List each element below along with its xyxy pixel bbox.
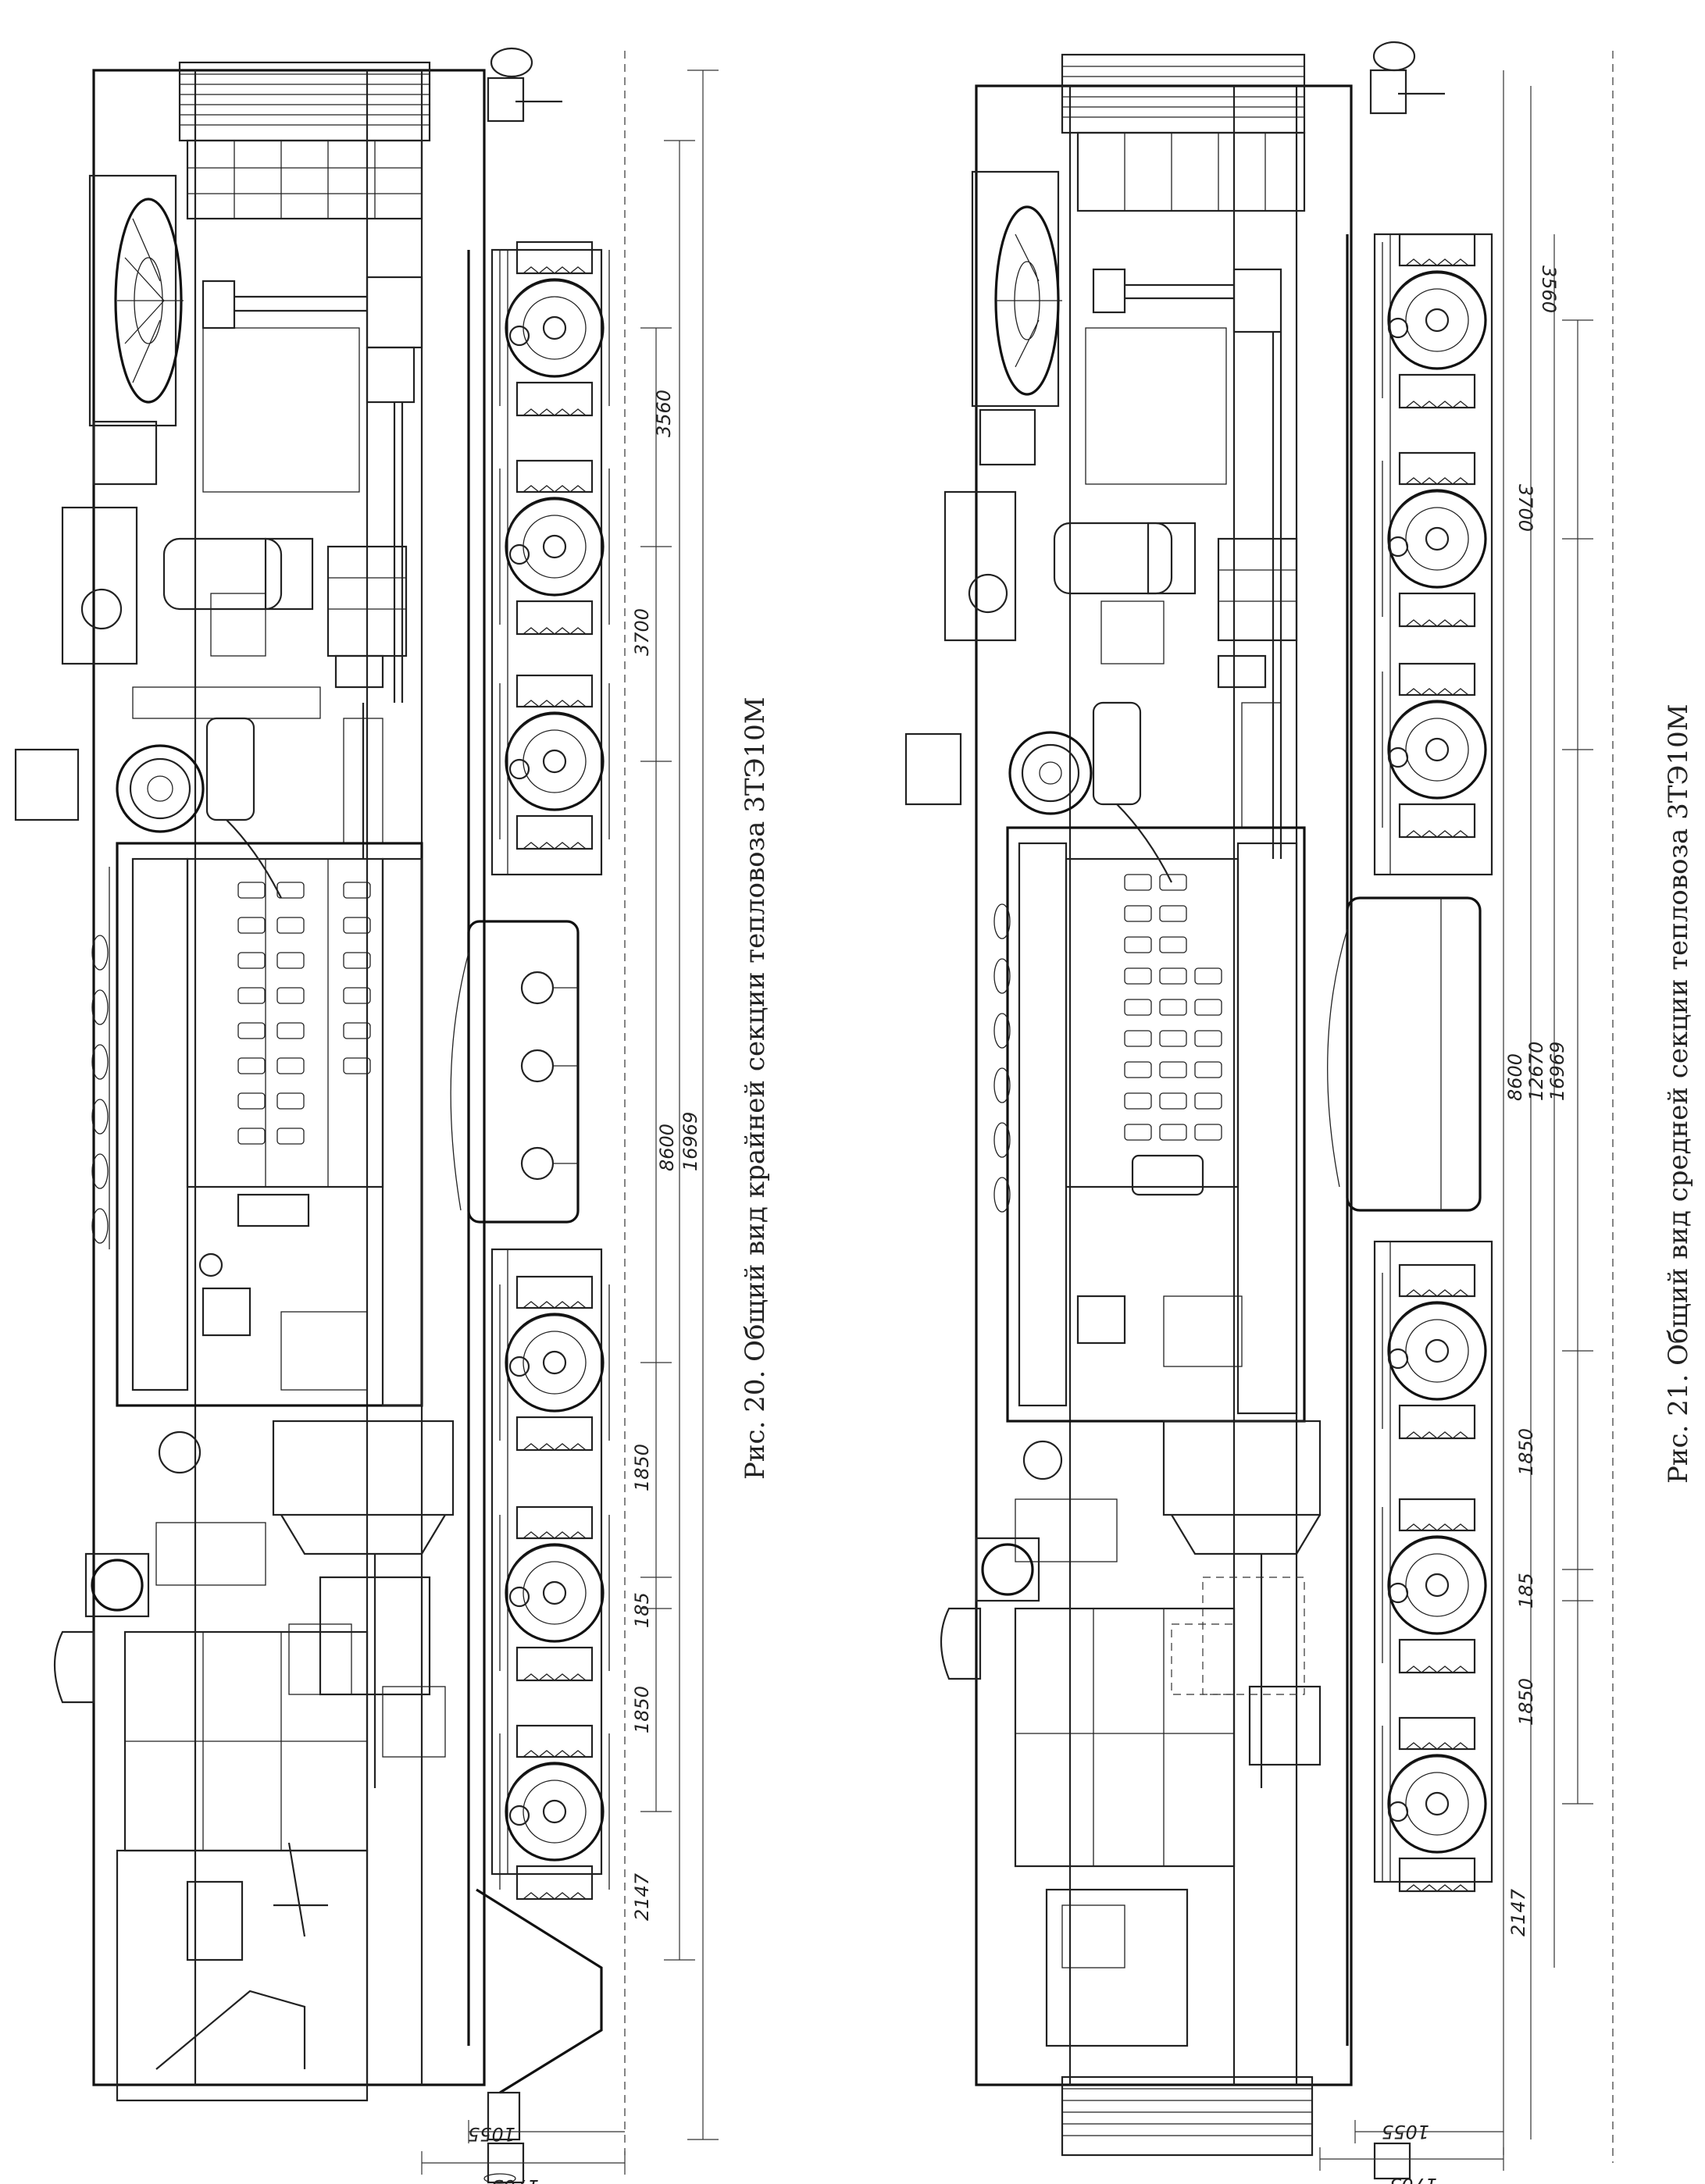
front-coupler — [487, 47, 562, 123]
dim-1703: 1703 — [491, 2175, 539, 2184]
traction-generator-mid — [1015, 1420, 1322, 1788]
turbocharger — [14, 703, 383, 899]
dim-2147: 2147 — [631, 1872, 653, 1921]
dim-1703-mid: 1703 — [1389, 2174, 1437, 2184]
bogie-front — [490, 240, 611, 876]
locomotive-body-outline-mid — [975, 84, 1353, 2086]
radiator-section-mid — [1061, 53, 1306, 212]
fuel-tank — [450, 920, 580, 1224]
figure-20-caption: Рис. 20. Общий вид крайней секции теплов… — [740, 697, 771, 1480]
dim-185: 185 — [631, 1592, 653, 1628]
dim-8600-mid: 8600 — [1504, 1053, 1526, 1101]
dim-1055: 1055 — [468, 2123, 515, 2145]
figure-20: 3560 3700 8600 16969 1850 185 1850 2147 … — [14, 47, 771, 2184]
dimension-labels-fig21: 3560 3700 8600 12670 16969 1850 185 1850… — [1382, 265, 1568, 2184]
fan-drive-shaft-mid — [1085, 268, 1282, 859]
diesel-engine — [91, 842, 423, 1407]
dim-12670-mid: 12670 — [1525, 1042, 1547, 1101]
dim-3560: 3560 — [653, 390, 675, 437]
auxiliary-units-upper — [61, 506, 408, 719]
cooling-fan-mid — [971, 170, 1062, 466]
dim-1850-upper: 1850 — [631, 1444, 653, 1491]
rear-coupler-mid — [1373, 2142, 1411, 2180]
dimension-labels-fig20: 3560 3700 8600 16969 1850 185 1850 2147 … — [468, 390, 701, 2184]
dim-2147-mid: 2147 — [1507, 1888, 1529, 1936]
front-coupler-mid — [1369, 41, 1445, 115]
turbocharger-mid — [904, 701, 1282, 883]
dim-1055-mid: 1055 — [1382, 2121, 1429, 2143]
figure-21: 3560 3700 8600 12670 16969 1850 185 1850… — [904, 41, 1694, 2184]
traction-generator — [155, 1420, 455, 1788]
bogie-rear — [490, 1248, 611, 1901]
fuel-tank-mid — [1327, 896, 1482, 1212]
bogie-rear-mid — [1373, 1240, 1493, 1893]
driver-cab — [53, 1552, 603, 2141]
diesel-engine-mid — [993, 826, 1306, 1423]
dim-1850-lower: 1850 — [631, 1686, 653, 1733]
dim-1850-lower-mid: 1850 — [1515, 1678, 1537, 1726]
dim-1850-upper-mid: 1850 — [1515, 1428, 1537, 1476]
dimension-lines-fig21 — [1319, 51, 1614, 2171]
rear-cab-mid — [940, 1537, 1314, 2157]
locomotive-body-outline — [92, 69, 486, 2086]
auxiliary-units-upper-mid — [943, 490, 1298, 689]
fan-drive-shaft — [202, 276, 423, 703]
dim-185-mid: 185 — [1515, 1573, 1537, 1609]
dim-3700-mid: 3700 — [1514, 484, 1536, 532]
dim-16969-mid: 16969 — [1546, 1042, 1568, 1101]
dim-8600: 8600 — [656, 1124, 678, 1171]
dim-3700: 3700 — [631, 608, 653, 656]
dimension-lines-fig20 — [421, 51, 719, 2175]
dim-3560-mid: 3560 — [1538, 265, 1560, 313]
cooling-fan — [88, 174, 184, 486]
radiator-section — [178, 61, 431, 220]
dim-16969: 16969 — [680, 1112, 701, 1171]
bogie-front-mid — [1373, 233, 1493, 876]
figure-21-caption: Рис. 21. Общий вид средней секции теплов… — [1663, 704, 1694, 1484]
